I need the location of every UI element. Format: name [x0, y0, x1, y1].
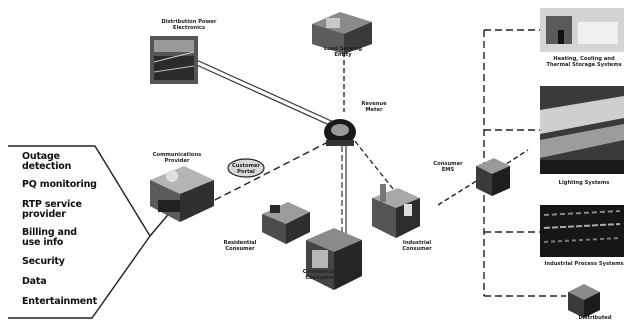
- distribution-photo: [150, 36, 198, 84]
- lighting-label: Lighting Systems: [542, 180, 626, 186]
- consumer-ems-icon: [476, 158, 510, 196]
- process-label: Industrial Process Systems: [542, 261, 626, 267]
- service-security: Security: [22, 257, 102, 267]
- meter-industrial-link: [350, 135, 398, 195]
- distributed-label: Distributed: [570, 315, 620, 321]
- commercial-label: Commercial Consumer: [296, 269, 344, 281]
- power-line-outer: [190, 62, 336, 128]
- service-rtp: RTP service provider: [22, 200, 94, 220]
- customer-portal-label: Customer Portal: [228, 163, 264, 175]
- distributed-icon: [568, 284, 600, 318]
- comm-provider-icon: [150, 166, 214, 222]
- load-serving-label: Load Serving Entity: [320, 46, 366, 58]
- revenue-meter-label: Revenue Meter: [356, 101, 392, 113]
- power-line-inner: [192, 58, 338, 124]
- revenue-meter-icon: [324, 119, 356, 146]
- ems-link: [438, 180, 478, 205]
- heating-label: Heating, Cooling and Thermal Storage Sys…: [542, 56, 626, 68]
- service-entertainment: Entertainment: [22, 297, 122, 307]
- lighting-photo: [540, 86, 624, 174]
- service-billing: Billing and use info: [22, 228, 88, 248]
- heating-photo: [540, 8, 624, 52]
- distribution-label: Distribution Power Electronics: [160, 19, 218, 31]
- service-pq: PQ monitoring: [22, 180, 112, 190]
- residential-label: Residential Consumer: [214, 240, 266, 252]
- service-outage: Outage detection: [22, 152, 96, 172]
- process-photo: [540, 205, 624, 257]
- consumer-ems-label: Consumer EMS: [428, 161, 468, 173]
- comm-link: [205, 140, 332, 205]
- industrial-icon: [372, 184, 420, 238]
- industrial-label: Industrial Consumer: [392, 240, 442, 252]
- service-data: Data: [22, 277, 102, 287]
- comm-provider-label: Communications Provider: [146, 152, 208, 164]
- residential-icon: [262, 202, 310, 244]
